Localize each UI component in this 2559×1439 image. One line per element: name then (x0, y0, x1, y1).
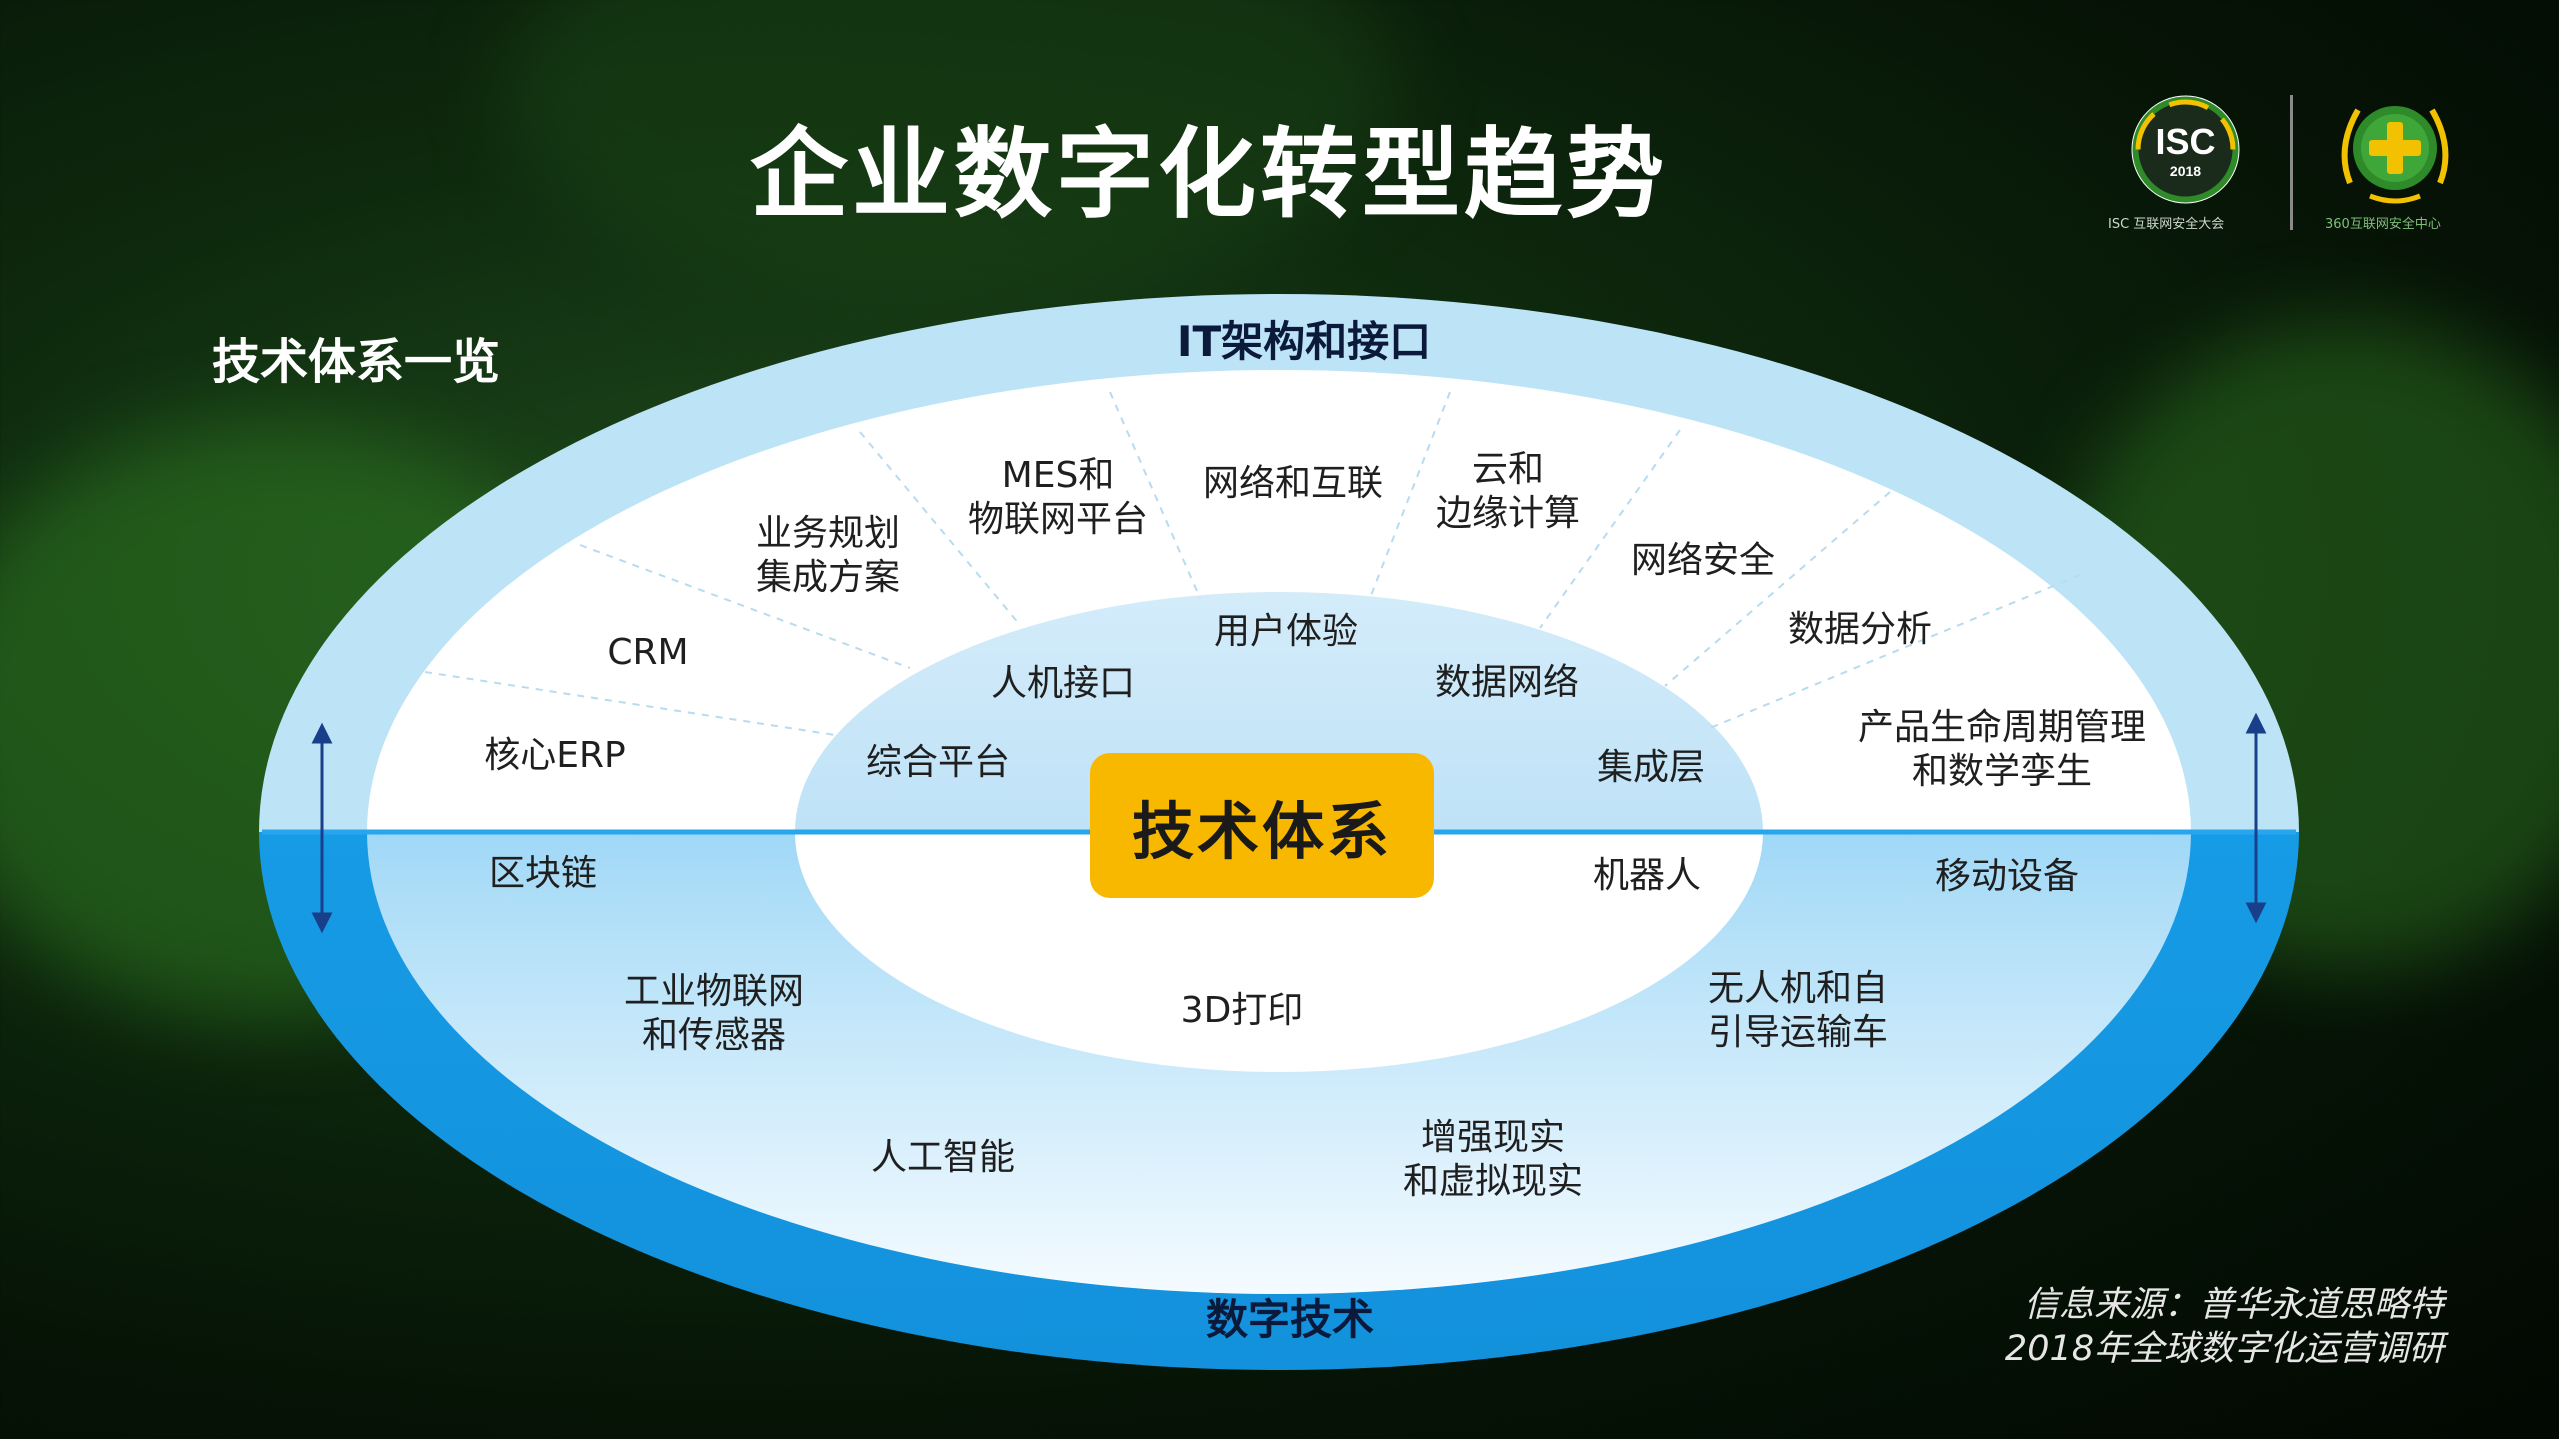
item-integrated-platform: 综合平台 (865, 742, 1011, 783)
ring-title-digital-tech: 数字技术 (1205, 1295, 1375, 1344)
source-line-2: 2018年全球数字化运营调研 (2004, 1329, 2444, 1369)
item-mes-iot-platform: MES和 物联网平台 (967, 455, 1149, 540)
item-cybersecurity: 网络安全 (1630, 540, 1776, 581)
item-ai: 人工智能 (870, 1137, 1016, 1178)
item-business-planning: 业务规划 集成方案 (755, 513, 901, 598)
360-logo-caption: 360互联网安全中心 (2325, 217, 2441, 232)
double-arrow-icon (311, 722, 333, 934)
isc-logo-text: ISC (2155, 121, 2215, 162)
isc-logo-year: 2018 (2170, 163, 2201, 179)
item-cloud-edge-computing: 云和 边缘计算 (1435, 449, 1581, 534)
item-plm-digital-twin: 产品生命周期管理 和数学孪生 (1857, 707, 2147, 792)
source-note: 信息来源：普华永道思略特 2018年全球数字化运营调研 (2005, 1283, 2444, 1371)
double-arrow-icon (2245, 712, 2267, 924)
item-robots: 机器人 (1592, 855, 1702, 896)
item-network-interconnect: 网络和互联 (1202, 463, 1384, 504)
item-crm: CRM (607, 632, 689, 673)
ring-title-it-architecture: IT架构和接口 (1176, 317, 1432, 366)
source-line-1: 信息来源：普华永道思略特 (2023, 1285, 2444, 1325)
item-data-network: 数据网络 (1434, 662, 1580, 703)
item-3d-printing: 3D打印 (1180, 990, 1304, 1031)
item-integration-layer: 集成层 (1596, 747, 1706, 788)
isc-logo-caption: ISC 互联网安全大会 (2108, 217, 2225, 232)
item-mobile-devices: 移动设备 (1934, 856, 2080, 897)
item-blockchain: 区块链 (488, 853, 598, 894)
360-security-logo-icon (2330, 88, 2460, 213)
segment-separators (424, 391, 2081, 736)
item-user-experience: 用户体验 (1213, 611, 1359, 652)
item-hmi: 人机接口 (990, 663, 1136, 704)
inner-ring-bottom (795, 832, 1763, 1072)
core-technology-system: 技术体系 (1090, 753, 1434, 898)
slide-title: 企业数字化转型趋势 (750, 118, 1669, 232)
item-iiot-sensors: 工业物联网 和传感器 (623, 971, 805, 1056)
isc-logo-icon: ISC 2018 (2128, 92, 2243, 207)
section-label: 技术体系一览 (212, 334, 501, 390)
inner-ring-top (795, 592, 1763, 832)
logo-divider (2290, 95, 2293, 230)
item-data-analytics: 数据分析 (1787, 609, 1933, 650)
item-drones-agv: 无人机和自 引导运输车 (1707, 968, 1889, 1053)
item-core-erp: 核心ERP (484, 735, 626, 776)
item-ar-vr: 增强现实 和虚拟现实 (1402, 1117, 1584, 1202)
